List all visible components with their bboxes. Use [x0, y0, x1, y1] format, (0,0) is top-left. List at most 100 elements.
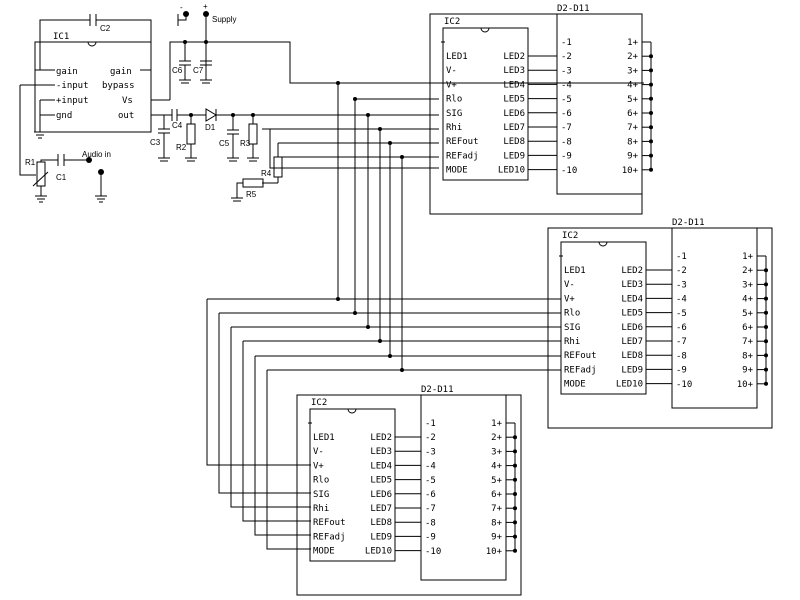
bar-top-anode: 4+ — [627, 81, 638, 91]
bar-middle-anode: 7+ — [742, 337, 753, 347]
supply-section: - + Supply C6 C7 — [151, 2, 644, 101]
ic2-middle-pin-left: Rlo — [564, 309, 580, 319]
bar-middle-cathode: -10 — [676, 380, 692, 390]
audio-input-section: R1 C1 Audio in — [19, 85, 111, 203]
ic2-bottom-pin-left: REFadj — [313, 532, 346, 542]
ic2-top-pin-left: V- — [446, 66, 457, 76]
r2-label: R2 — [176, 143, 187, 152]
ic2-bottom-pin-right: LED8 — [370, 518, 392, 528]
ic2-top-pin-left: SIG — [446, 109, 462, 119]
ic2-middle-pin-left: V+ — [564, 294, 575, 304]
ic2-top-pin-left: V+ — [446, 80, 457, 90]
r5-label: R5 — [246, 190, 257, 199]
ic2-top-pin-left: MODE — [446, 166, 468, 176]
c2-label: C2 — [100, 24, 111, 33]
ic2-bottom-pin-left: REFout — [313, 518, 346, 528]
pins-middle: LED1V-V+RloSIGRhiREFoutREFadjMODELED2LED… — [559, 252, 768, 390]
ic2-middle-pin-left: SIG — [564, 323, 580, 333]
bar-middle-anode: 10+ — [737, 380, 754, 390]
bar-bottom-anode: 1+ — [491, 419, 502, 429]
c6-label: C6 — [172, 66, 183, 75]
ic1-pin-minus-input: -input — [56, 81, 89, 91]
ic2-middle-pin-left: LED1 — [564, 266, 586, 276]
capacitor-c2: C2 — [39, 14, 152, 70]
ic2-top-label: IC2 — [444, 17, 460, 27]
bar-bottom-anode: 5+ — [491, 476, 502, 486]
ic2-bottom-pin-right: LED10 — [365, 547, 392, 557]
ic2-bottom-pin-left: MODE — [313, 547, 335, 557]
bar-top-cathode: -10 — [561, 166, 577, 176]
ic2-top-pin-right: LED6 — [503, 109, 525, 119]
pins-bottom: LED1V-V+RloSIGRhiREFoutREFadjMODELED2LED… — [308, 419, 517, 557]
bar-top-cathode: -1 — [561, 38, 572, 48]
r4-label: R4 — [261, 169, 272, 178]
bar-top-cathode: -6 — [561, 109, 572, 119]
ic1-pin-gain-right: gain — [110, 67, 132, 77]
ic2-middle-pin-right: LED4 — [621, 294, 643, 304]
ic2-bottom-pin-left: Rlo — [313, 476, 329, 486]
ic2-middle-pin-right: LED6 — [621, 323, 643, 333]
bar-top-anode: 7+ — [627, 123, 638, 133]
bar-middle-cathode: -5 — [676, 309, 687, 319]
bar-middle-cathode: -6 — [676, 323, 687, 333]
bar-middle-cathode: -4 — [676, 295, 687, 305]
ic2-middle-pin-right: LED3 — [621, 280, 643, 290]
bar-bottom-label: D2-D11 — [421, 385, 454, 395]
bar-bottom-anode: 9+ — [491, 533, 502, 543]
bar-middle-cathode: -8 — [676, 351, 687, 361]
r3-label: R3 — [240, 139, 251, 148]
bar-middle-anode: 3+ — [742, 280, 753, 290]
ic2-middle-pin-left: V- — [564, 280, 575, 290]
ic2-top-pin-left: LED1 — [446, 52, 468, 62]
c7-label: C7 — [193, 66, 204, 75]
ic2-bottom-pin-right: LED3 — [370, 447, 392, 457]
bar-middle-cathode: -3 — [676, 280, 687, 290]
rectifier-section: C4 C3 R2 D1 C5 R3 — [150, 108, 439, 202]
bar-bottom-anode: 7+ — [491, 504, 502, 514]
ic2-middle-pin-left: Rhi — [564, 337, 580, 347]
ic1-pin-bypass: bypass — [102, 81, 135, 91]
bar-middle-anode: 5+ — [742, 309, 753, 319]
ic2-bottom-pin-right: LED9 — [370, 532, 392, 542]
ic2-bottom-pin-right: LED4 — [370, 461, 392, 471]
bar-top-cathode: -2 — [561, 52, 572, 62]
display-unit-top: IC2 D2-D11 — [429, 4, 643, 215]
bar-top-label: D2-D11 — [557, 4, 590, 14]
bar-bottom-cathode: -5 — [425, 476, 436, 486]
ic2-top-pin-right: LED5 — [503, 95, 525, 105]
c5-label: C5 — [219, 139, 230, 148]
ic2-top-pin-left: REFadj — [446, 151, 479, 161]
display-unit-bottom: IC2 D2-D11 — [296, 385, 522, 596]
bar-bottom-cathode: -9 — [425, 533, 436, 543]
ic1-pin-gain-left: gain — [56, 67, 78, 77]
bar-bottom-anode: 4+ — [491, 462, 502, 472]
bar-bottom-cathode: -7 — [425, 504, 436, 514]
bar-bottom-anode: 2+ — [491, 433, 502, 443]
bar-top-anode: 1+ — [627, 38, 638, 48]
audio-in-label: Audio in — [82, 150, 111, 159]
display-unit-middle: IC2 D2-D11 — [547, 218, 773, 429]
ic2-middle-pin-right: LED2 — [621, 266, 643, 276]
bar-middle-cathode: -1 — [676, 252, 687, 262]
ic1-ground-connections — [34, 100, 46, 139]
bar-top-cathode: -4 — [561, 81, 572, 91]
supply-minus: - — [180, 3, 183, 12]
ic1-pin-gnd: gnd — [56, 111, 72, 121]
ic2-middle-pin-right: LED9 — [621, 365, 643, 375]
ic2-bottom-pin-left: Rhi — [313, 504, 329, 514]
ic2-bottom-pin-right: LED5 — [370, 476, 392, 486]
bar-top-cathode: -5 — [561, 95, 572, 105]
ic2-top-pin-right: LED7 — [503, 123, 525, 133]
bar-middle-cathode: -9 — [676, 366, 687, 376]
bar-top-anode: 10+ — [622, 166, 639, 176]
bar-bottom-cathode: -2 — [425, 433, 436, 443]
ic2-bottom-pin-right: LED7 — [370, 504, 392, 514]
ic2-bottom-pin-right: LED6 — [370, 490, 392, 500]
ic1-pin-vs: Vs — [122, 96, 133, 106]
ic2-bottom-pin-left: LED1 — [313, 433, 335, 443]
ic2-top-pin-left: Rhi — [446, 123, 462, 133]
ic1-label: IC1 — [53, 32, 69, 42]
ic2-middle-pin-right: LED5 — [621, 309, 643, 319]
bar-bottom-cathode: -1 — [425, 419, 436, 429]
ic2-bottom-label: IC2 — [311, 398, 327, 408]
